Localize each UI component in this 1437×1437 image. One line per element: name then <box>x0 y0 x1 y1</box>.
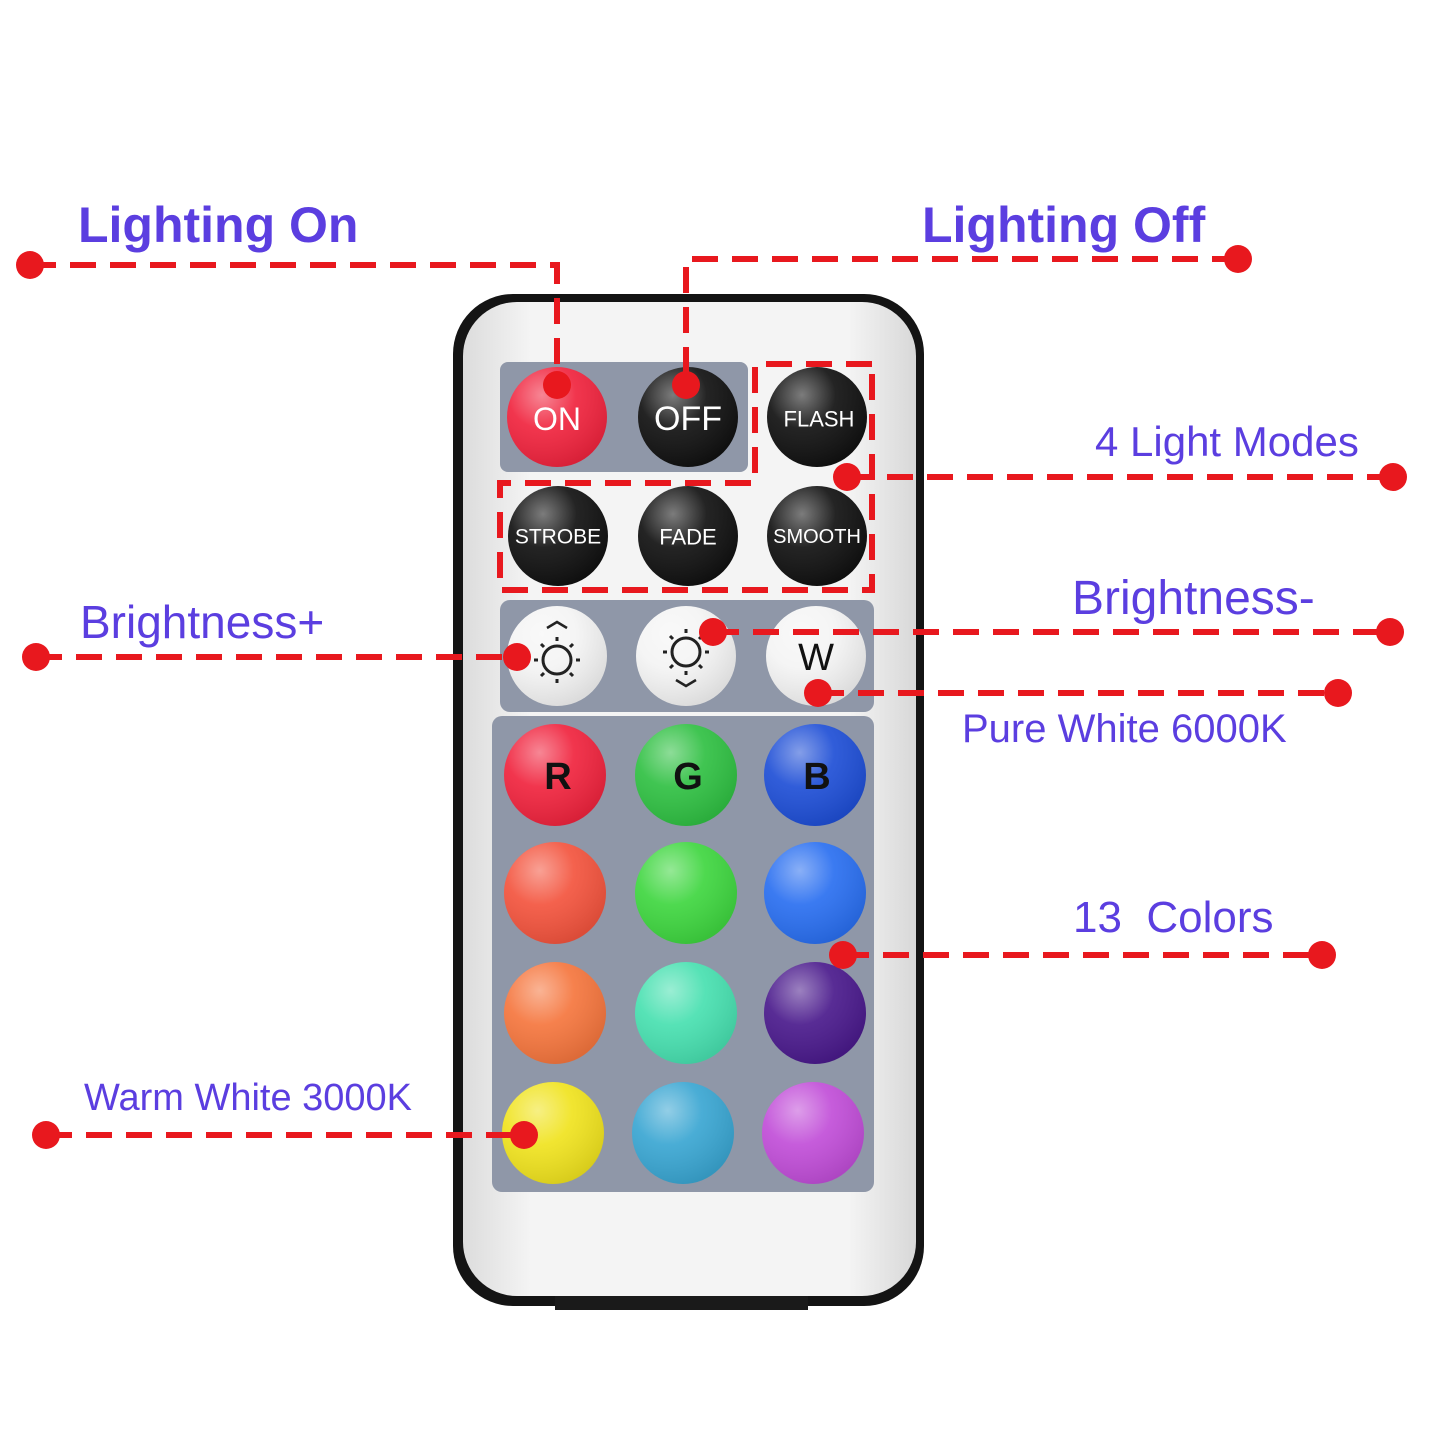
flash-button[interactable]: FLASH <box>767 367 867 467</box>
remote-bottom-edge <box>555 1296 808 1310</box>
callout-line-lighting-off <box>683 256 1238 385</box>
light-modes-outline <box>497 361 875 593</box>
brightness-up-button[interactable] <box>507 606 607 706</box>
dot-light-modes-button <box>833 463 861 491</box>
bright-green-button[interactable] <box>635 842 737 944</box>
label-light-modes: 4 Light Modes <box>1095 418 1359 465</box>
dot-brightness-plus-button <box>503 643 531 671</box>
dot-pure-white-right <box>1324 679 1352 707</box>
label-pure-white: Pure White 6000K <box>962 707 1287 751</box>
smooth-button[interactable]: SMOOTH <box>767 486 867 586</box>
green-button-label: G <box>673 756 703 798</box>
white-button-label: W <box>798 637 834 679</box>
warm-white-button[interactable] <box>502 1082 604 1184</box>
dot-brightness-plus-left <box>22 643 50 671</box>
red-button[interactable]: R <box>504 724 606 826</box>
color-button-grid: R G B <box>502 724 866 1184</box>
dot-lighting-on-left <box>16 251 44 279</box>
dot-pure-white-button <box>804 679 832 707</box>
color-panel <box>492 716 874 1192</box>
strobe-button-label: STROBE <box>515 526 601 549</box>
dot-warm-white-left <box>32 1121 60 1149</box>
dot-brightness-minus-right <box>1376 618 1404 646</box>
label-warm-white: Warm White 3000K <box>84 1077 412 1119</box>
dot-light-modes-right <box>1379 463 1407 491</box>
blue-button-label: B <box>803 756 830 798</box>
label-lighting-off: Lighting Off <box>922 197 1206 253</box>
off-button[interactable]: OFF <box>638 367 738 467</box>
off-button-label: OFF <box>654 400 722 438</box>
callout-dots <box>16 245 1407 1149</box>
fade-button-label: FADE <box>659 525 716 550</box>
on-button[interactable]: ON <box>507 367 607 467</box>
annotation-labels: Lighting On Lighting Off 4 Light Modes B… <box>78 197 1359 1119</box>
dot-brightness-minus-button <box>699 618 727 646</box>
dot-colors-right <box>1308 941 1336 969</box>
label-brightness-plus: Brightness+ <box>80 596 324 648</box>
dot-lighting-on-button <box>543 371 571 399</box>
remote-control: ON OFF FLASH STROBE FADE SMOOTH <box>453 294 924 1310</box>
dot-lighting-off-button <box>672 371 700 399</box>
purple-button[interactable] <box>764 962 866 1064</box>
aqua-button[interactable] <box>635 962 737 1064</box>
strobe-button[interactable]: STROBE <box>508 486 608 586</box>
callout-line-lighting-on <box>30 262 560 385</box>
smooth-button-label: SMOOTH <box>773 526 861 548</box>
fade-button[interactable]: FADE <box>638 486 738 586</box>
sun-up-icon <box>534 620 580 683</box>
dot-colors-button <box>829 941 857 969</box>
label-colors: 13 Colors <box>1073 893 1274 942</box>
sky-blue-button[interactable] <box>764 842 866 944</box>
orange-button[interactable] <box>504 962 606 1064</box>
on-button-label: ON <box>533 401 581 437</box>
label-brightness-minus: Brightness- <box>1072 572 1315 625</box>
flash-button-label: FLASH <box>784 407 855 432</box>
magenta-button[interactable] <box>762 1082 864 1184</box>
green-button[interactable]: G <box>635 724 737 826</box>
dot-warm-white-button <box>510 1121 538 1149</box>
light-blue-button[interactable] <box>632 1082 734 1184</box>
dot-lighting-off-right <box>1224 245 1252 273</box>
blue-button[interactable]: B <box>764 724 866 826</box>
orange-red-button[interactable] <box>504 842 606 944</box>
label-lighting-on: Lighting On <box>78 197 358 253</box>
callout-lines <box>30 256 1393 1138</box>
red-button-label: R <box>544 756 571 798</box>
